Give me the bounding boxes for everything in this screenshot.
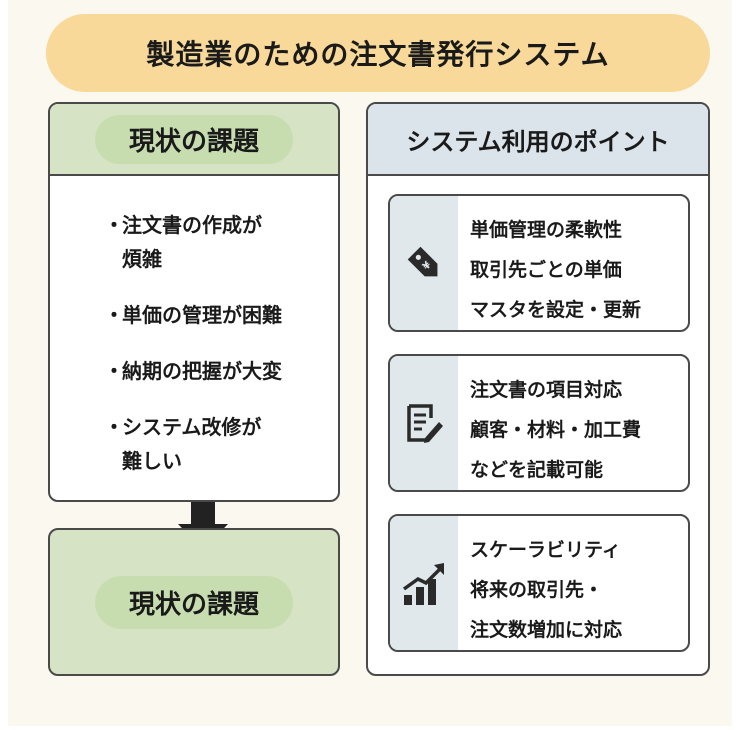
price-tag-icon: ¥ (407, 246, 438, 277)
card-line: 注文書の項目対応 (470, 379, 623, 401)
point-card-scalability: スケーラビリティ 将来の取引先・ 注文数増加に対応 (388, 514, 690, 652)
bullet: ・ (104, 303, 124, 327)
card-text: 単価管理の柔軟性 取引先ごとの単価 マスタを設定・更新 (470, 210, 682, 330)
current-issues-summary-box: 現状の課題 (48, 528, 340, 676)
issue-text-line2: 難しい (122, 449, 182, 473)
system-points-header: システム利用のポイント (368, 104, 708, 176)
bullet: ・ (104, 213, 124, 237)
page-title: 製造業のための注文書発行システム (146, 38, 610, 71)
card-line: 取引先ごとの単価 (470, 259, 622, 281)
card-line: 将来の取引先・ (470, 579, 604, 601)
system-points-panel: システム利用のポイント ¥ 単価管理の柔軟性 取引先ごとの単価 マスタを設定・更… (366, 102, 710, 676)
current-issues-title: 現状の課題 (94, 114, 293, 164)
issues-list: ・ 注文書の作成が 煩雑 ・ 単価の管理が困難 ・ 納期の把握が大変 ・ システ… (50, 176, 338, 478)
bullet: ・ (104, 415, 124, 439)
card-icon-column (390, 356, 458, 490)
point-card-pricing: ¥ 単価管理の柔軟性 取引先ごとの単価 マスタを設定・更新 (388, 194, 690, 332)
issue-text-line1: 注文書の作成が (122, 213, 262, 237)
card-icon-column: ¥ (390, 196, 458, 330)
issue-text-line1: 単価の管理が困難 (122, 303, 282, 327)
current-issues-panel: 現状の課題 ・ 注文書の作成が 煩雑 ・ 単価の管理が困難 ・ 納期の把握が大変… (48, 102, 340, 502)
current-issues-header: 現状の課題 (50, 104, 338, 176)
growth-chart-icon (402, 563, 444, 605)
card-line: スケーラビリティ (470, 539, 621, 561)
issue-text-line1: システム改修が (122, 415, 262, 439)
card-line: 注文数増加に対応 (470, 619, 623, 641)
card-line: マスタを設定・更新 (470, 299, 642, 321)
issue-text-line1: 納期の把握が大変 (122, 359, 282, 383)
card-line: などを記載可能 (470, 459, 604, 481)
current-issues-summary-label: 現状の課題 (94, 575, 293, 629)
document-edit-icon (407, 404, 443, 443)
issue-item: ・ 納期の把握が大変 (50, 354, 338, 388)
card-line: 単価管理の柔軟性 (470, 219, 623, 241)
card-icon-column (390, 516, 458, 650)
card-line: 顧客・材料・加工費 (470, 419, 642, 441)
point-card-order-items: 注文書の項目対応 顧客・材料・加工費 などを記載可能 (388, 354, 690, 492)
issue-text-line2: 煩雑 (122, 247, 162, 271)
issue-item: ・ システム改修が 難しい (50, 410, 338, 478)
diagram-canvas: 製造業のための注文書発行システム 現状の課題 ・ 注文書の作成が 煩雑 ・ 単価… (8, 0, 732, 726)
card-text: 注文書の項目対応 顧客・材料・加工費 などを記載可能 (470, 370, 682, 490)
bullet: ・ (104, 359, 124, 383)
title-banner: 製造業のための注文書発行システム (46, 14, 710, 92)
card-text: スケーラビリティ 将来の取引先・ 注文数増加に対応 (470, 530, 682, 650)
issue-item: ・ 注文書の作成が 煩雑 (50, 208, 338, 276)
issue-item: ・ 単価の管理が困難 (50, 298, 338, 332)
